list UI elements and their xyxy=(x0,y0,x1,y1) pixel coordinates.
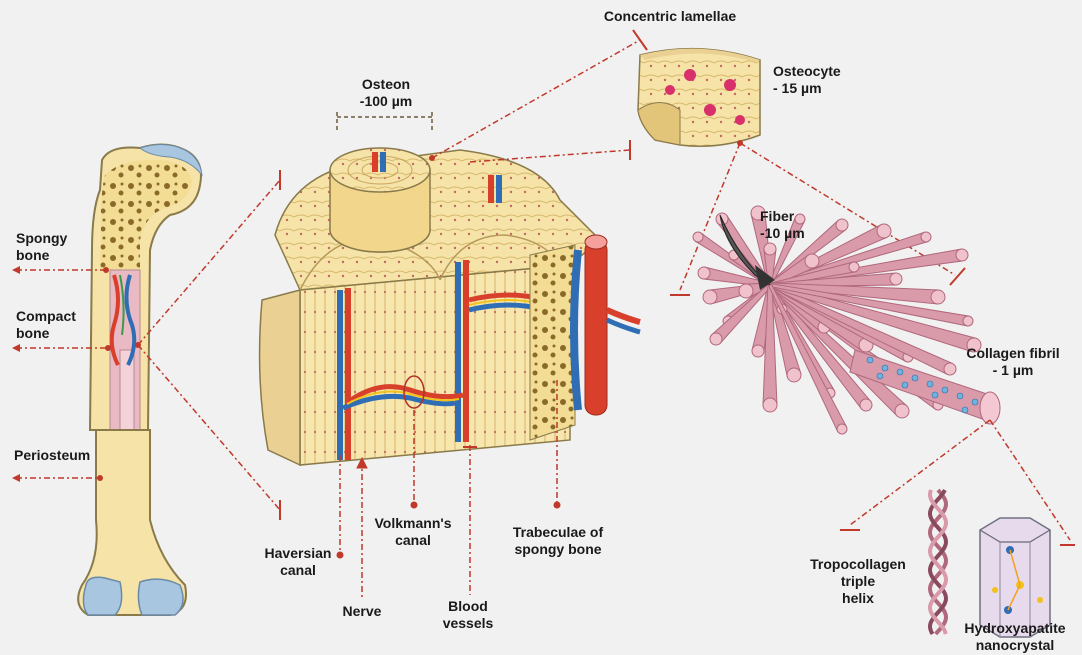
label-nerve: Nerve xyxy=(332,603,392,620)
fibril-end xyxy=(877,224,891,238)
label-trabeculae: Trabeculae of spongy bone xyxy=(500,524,616,558)
label-volkmanns-canal: Volkmann's canal xyxy=(368,515,458,549)
fibril-end xyxy=(895,404,909,418)
fibril-end xyxy=(836,219,848,231)
label-fiber: Fiber -10 µm xyxy=(760,208,805,242)
fibril-end xyxy=(931,290,945,304)
fibril-end xyxy=(739,284,753,298)
label-concentric-lamellae: Concentric lamellae xyxy=(585,8,755,25)
fibril-end xyxy=(849,262,859,272)
osteon-bracket xyxy=(337,112,432,130)
label-collagen-fibril: Collagen fibril - 1 µm xyxy=(948,345,1078,379)
fibril-end xyxy=(921,232,931,242)
label-compact-bone: Compact bone xyxy=(16,308,76,342)
fibril-end xyxy=(860,399,872,411)
fibril-end xyxy=(693,232,703,242)
fibril-end xyxy=(703,290,717,304)
fibril-end xyxy=(963,316,973,326)
label-hydroxyapatite: Hydroxyapatite nanocrystal xyxy=(950,620,1080,654)
label-spongy-bone: Spongy bone xyxy=(16,230,67,264)
label-osteon: Osteon -100 µm xyxy=(346,76,426,110)
fibril-end xyxy=(805,254,819,268)
lamellae-wedge xyxy=(638,49,760,147)
label-haversian-canal: Haversian canal xyxy=(258,545,338,579)
label-blood-vessels: Blood vessels xyxy=(432,598,504,632)
fibril-end xyxy=(763,398,777,412)
collagen-fiber-bundle xyxy=(693,206,1000,434)
fibril-end xyxy=(890,273,902,285)
tropocollagen-helix xyxy=(930,490,946,634)
fibril-end xyxy=(764,243,776,255)
compact-bone-block xyxy=(260,148,640,465)
fibril-end xyxy=(837,424,847,434)
label-periosteum: Periosteum xyxy=(14,447,90,464)
label-osteocyte: Osteocyte - 15 µm xyxy=(773,63,841,97)
fibril-end xyxy=(956,249,968,261)
long-bone xyxy=(78,144,202,615)
fibril-end xyxy=(698,267,710,279)
label-tropocollagen: Tropocollagen triple helix xyxy=(798,556,918,607)
fibril-end xyxy=(752,345,764,357)
fibril-end xyxy=(710,333,722,345)
fibril-end xyxy=(787,368,801,382)
